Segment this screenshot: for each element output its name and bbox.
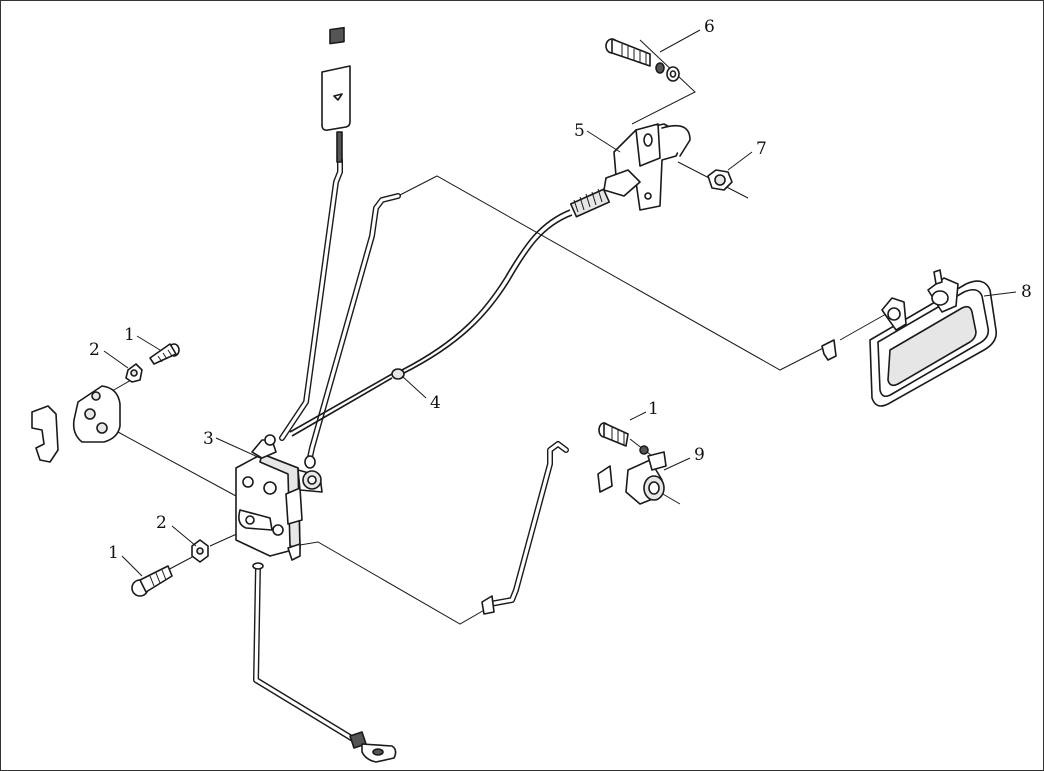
cylinder-rod bbox=[481, 441, 613, 615]
lock-knob-rod bbox=[279, 157, 343, 441]
nut-7 bbox=[707, 169, 733, 191]
callout-1-lower: 1 bbox=[108, 543, 119, 563]
callout-2-lower: 2 bbox=[156, 513, 167, 533]
screw-1-lower bbox=[131, 565, 173, 597]
callout-9: 9 bbox=[694, 445, 705, 465]
callout-3: 3 bbox=[203, 429, 214, 449]
callout-6: 6 bbox=[704, 17, 715, 37]
lock-cylinder bbox=[598, 422, 667, 505]
callout-leaders bbox=[103, 29, 1017, 577]
door-latch bbox=[235, 434, 323, 561]
release-cable bbox=[289, 188, 611, 437]
screw-6-set bbox=[605, 38, 680, 82]
callout-5: 5 bbox=[574, 121, 585, 141]
callout-1-right: 1 bbox=[648, 399, 659, 419]
lower-rod bbox=[252, 562, 397, 763]
callout-4: 4 bbox=[430, 393, 441, 413]
inside-handle-rod bbox=[306, 193, 401, 465]
outside-handle bbox=[821, 269, 998, 407]
striker-plate bbox=[31, 385, 121, 463]
cable-spring bbox=[569, 188, 611, 218]
callout-8: 8 bbox=[1021, 282, 1032, 302]
lock-knob bbox=[321, 26, 351, 163]
washer-2-lower bbox=[191, 539, 209, 563]
screw-1-upper bbox=[149, 343, 180, 365]
assembly-lines bbox=[111, 39, 887, 625]
cable-clip bbox=[391, 368, 405, 380]
callout-1-upper: 1 bbox=[124, 325, 135, 345]
callout-2-upper: 2 bbox=[89, 340, 100, 360]
washer-2-upper bbox=[125, 363, 143, 383]
inside-handle-bracket bbox=[603, 123, 691, 211]
callout-7: 7 bbox=[756, 139, 767, 159]
